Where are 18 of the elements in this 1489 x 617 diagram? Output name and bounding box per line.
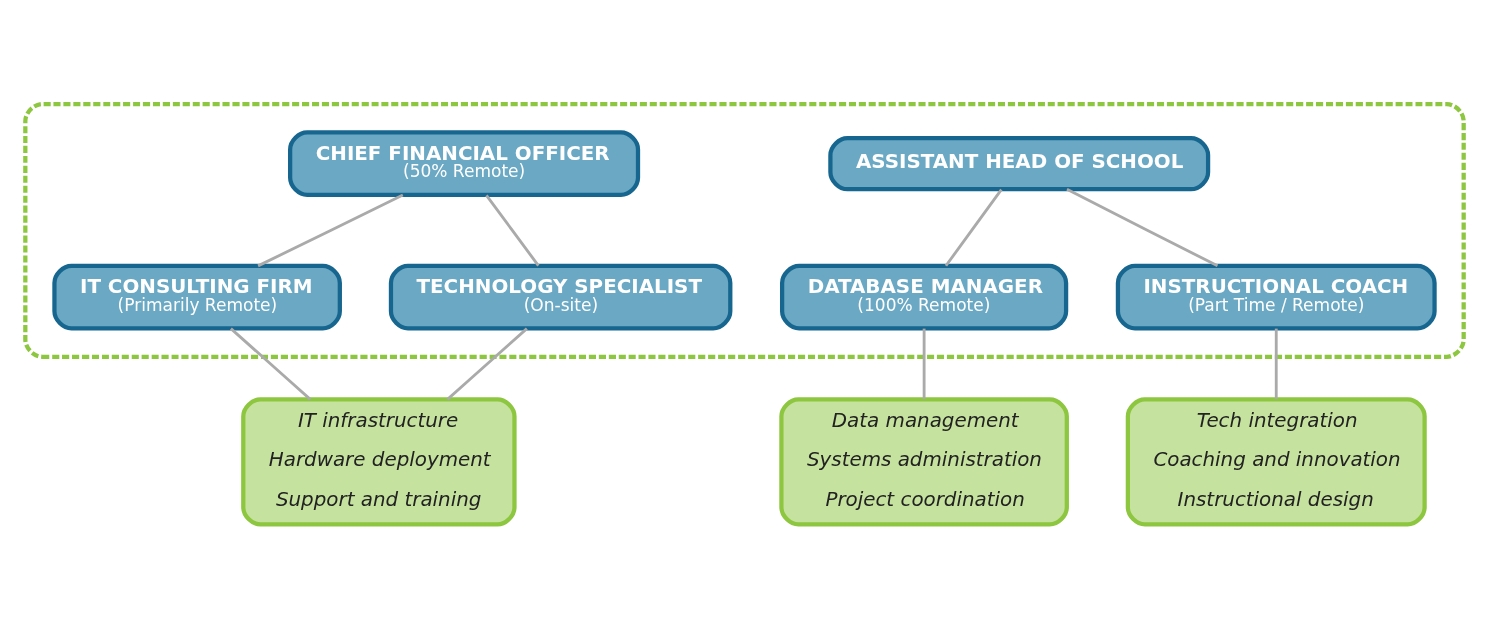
- node-box: INSTRUCTIONAL COACH (Part Time / Remote): [1115, 263, 1437, 331]
- connector: [229, 327, 312, 401]
- connector: [944, 188, 1003, 267]
- node-box: IT CONSULTING FIRM (Primarily Remote): [52, 263, 342, 331]
- node-box: Data management Systems administration Project coordination: [779, 397, 1069, 527]
- node-box: ASSISTANT HEAD OF SCHOOL: [828, 136, 1211, 192]
- node-box: TECHNOLOGY SPECIALIST (On-site): [388, 263, 733, 331]
- node-box: Tech integration Coaching and innovation Instructional design: [1125, 397, 1427, 527]
- node-box: IT infrastructure Hardware deployment Support and training: [241, 397, 517, 527]
- connector: [257, 193, 404, 268]
- connector: [485, 194, 540, 267]
- connector: [1066, 188, 1219, 268]
- node-box: CHIEF FINANCIAL OFFICER (50% Remote): [288, 130, 641, 198]
- connector: [446, 327, 528, 401]
- connector: [1274, 328, 1278, 399]
- connector: [922, 328, 926, 399]
- node-box: DATABASE MANAGER (100% Remote): [780, 263, 1069, 331]
- cluster: [23, 101, 1466, 359]
